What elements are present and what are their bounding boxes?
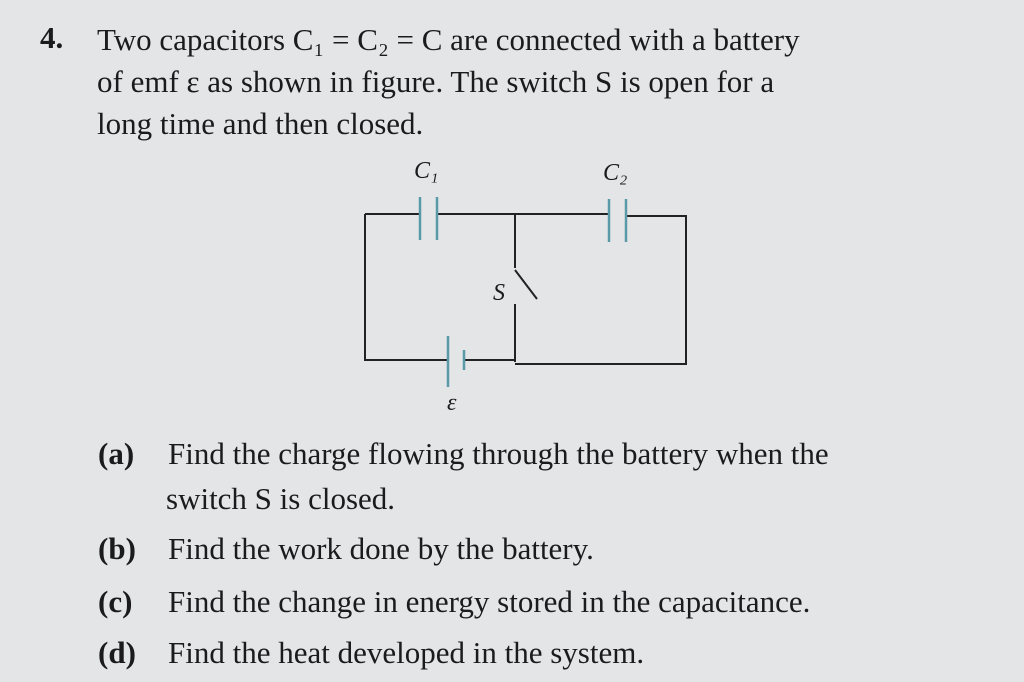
part-text: Find the work done by the battery. [168, 531, 594, 566]
question-text-line: of emf ε as shown in figure. The switch … [97, 64, 775, 99]
c1-label: C₁ [414, 158, 439, 184]
part-text: Find the charge flowing through the batt… [168, 436, 829, 471]
c2-label: C₂ [603, 160, 628, 186]
part-label: (d) [98, 635, 136, 670]
part-text: Find the change in energy stored in the … [168, 584, 811, 619]
question-number: 4. [40, 20, 64, 55]
question-text-line: long time and then closed. [97, 106, 424, 141]
switch-label: S [493, 280, 505, 306]
part-text: switch S is closed. [166, 481, 396, 516]
switch-blade [514, 269, 538, 300]
wire-left-top [365, 213, 687, 365]
question-text-line: Two capacitors C₁ = C₂ = C are connected… [97, 22, 800, 57]
part-label: (a) [98, 436, 135, 471]
part-text: Find the heat developed in the system. [168, 635, 645, 670]
part-label: (b) [98, 531, 136, 566]
part-label: (c) [98, 584, 133, 619]
wire-left [364, 214, 515, 361]
battery-label: ε [447, 390, 457, 416]
